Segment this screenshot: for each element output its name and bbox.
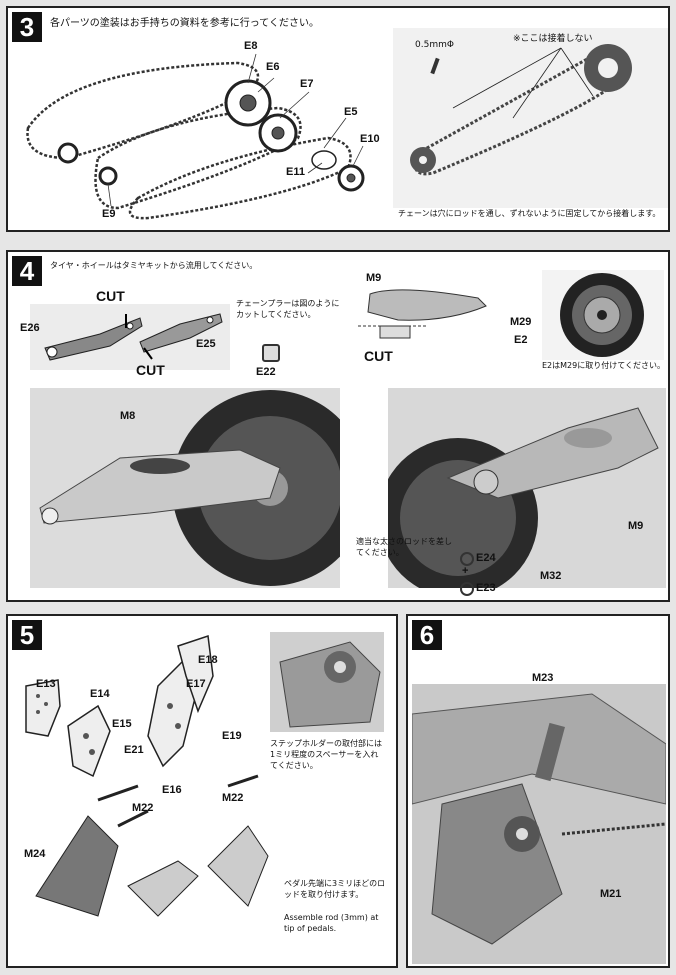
part-label: E22	[256, 366, 276, 378]
part-label: E6	[266, 61, 280, 73]
rod-note: 適当な太さのロッドを差してください。	[356, 537, 452, 557]
step-instruction: 各パーツの塗装はお手持ちの資料を参考に行ってください。	[50, 18, 319, 29]
part-label: M9	[366, 272, 382, 284]
part-label: E21	[124, 744, 144, 756]
part-label: M8	[120, 410, 136, 422]
e22-part-icon	[262, 344, 280, 362]
swingarm-photo-right	[388, 388, 666, 588]
part-label: E7	[300, 78, 314, 90]
part-label: E8	[244, 40, 258, 52]
part-label: E11	[286, 166, 305, 178]
rod-size-label: 0.5mmΦ	[415, 40, 454, 50]
part-label: E16	[162, 784, 182, 796]
wheel-photo-small	[542, 270, 664, 360]
e24-washer-icon	[460, 552, 474, 566]
swingarm-photo-left	[30, 388, 340, 588]
part-label: E13	[36, 678, 56, 690]
part-label: E25	[196, 338, 216, 350]
part-label: E2	[514, 334, 528, 346]
e23-washer-icon	[460, 582, 474, 596]
step-5-panel: 5 E13 E14 E15 E21 E18 E17 E19 E16 M22 M2…	[6, 614, 398, 968]
step-instruction: タイヤ・ホイールはタミヤキットから流用してください。	[50, 261, 258, 270]
part-label: E9	[102, 208, 116, 220]
pedal-note-jp: ペダル先端に3ミリほどのロッドを取り付けます。	[284, 879, 386, 899]
e2-note: E2はM29に取り付けてください。	[542, 361, 665, 370]
step-number: 3	[12, 12, 42, 42]
step-4-panel: 4 タイヤ・ホイールはタミヤキットから流用してください。 CUT CUT E26…	[6, 250, 670, 602]
part-label: M23	[532, 672, 554, 684]
pedal-note-en: Assemble rod (3mm) at tip of pedals.	[284, 913, 379, 933]
part-label: M21	[600, 888, 622, 900]
part-label: M32	[540, 570, 562, 582]
swingarm-cut-drawing	[358, 284, 498, 344]
part-label: E26	[20, 322, 40, 334]
spacer-note: ステップホルダーの取付部には1ミリ程度のスペーサーを入れてください。	[270, 739, 382, 770]
cut-label: CUT	[96, 288, 125, 304]
part-label: M22	[222, 792, 244, 804]
step-holder-photo	[270, 632, 384, 732]
cut-label: CUT	[364, 348, 393, 364]
cut-label: CUT	[136, 362, 165, 378]
part-label: E24	[476, 552, 496, 564]
step-number: 5	[12, 620, 42, 650]
part-label: M22	[132, 802, 154, 814]
chain-drawing	[26, 53, 365, 220]
part-label: M9	[628, 520, 644, 532]
part-label: M24	[24, 848, 46, 860]
step-6-panel: 6 M23 M21	[406, 614, 670, 968]
part-label: E5	[344, 106, 358, 118]
frame-photo	[412, 684, 666, 964]
step-number: 6	[412, 620, 442, 650]
chain-puller-parts	[30, 304, 230, 370]
part-label: E18	[198, 654, 218, 666]
chain-note: チェーンは穴にロッドを通し、ずれないように固定してから接着します。	[398, 209, 661, 218]
part-label: E14	[90, 688, 110, 700]
part-label: M29	[510, 316, 532, 328]
no-glue-note: ※ここは接着しない	[513, 34, 593, 44]
plus-sign: +	[462, 565, 469, 577]
part-label: E23	[476, 582, 496, 594]
part-label: E10	[360, 133, 380, 145]
step-holder-drawing	[25, 634, 269, 917]
part-label: E17	[186, 678, 206, 690]
step-3-panel: 3 各パーツの塗装はお手持ちの資料を参考に行ってください。	[6, 6, 670, 232]
step-number: 4	[12, 256, 42, 286]
chain-photo: 0.5mmΦ ※ここは接着しない	[393, 28, 668, 208]
cut-note: チェーンプラーは図のようにカットしてください。	[236, 299, 340, 319]
part-label: E15	[112, 718, 132, 730]
part-label: E19	[222, 730, 242, 742]
